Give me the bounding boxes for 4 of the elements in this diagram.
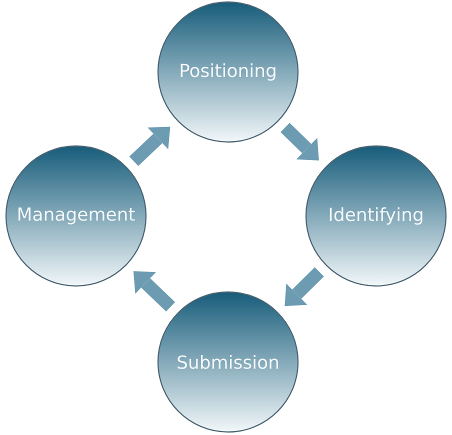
- arrow: [280, 122, 319, 160]
- arrow: [129, 126, 170, 166]
- arrow: [284, 267, 324, 306]
- arrow: [133, 271, 176, 312]
